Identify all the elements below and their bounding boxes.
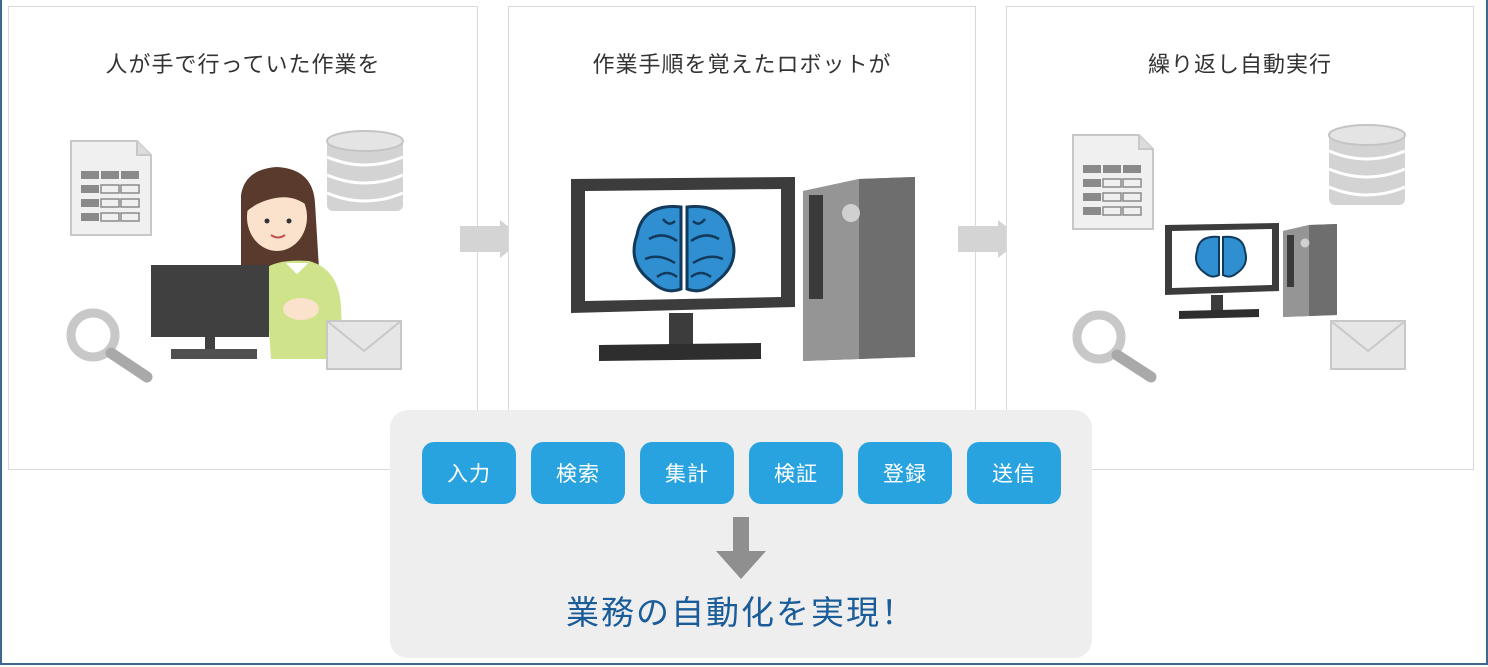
search-icon bbox=[66, 308, 153, 383]
database-icon bbox=[1328, 124, 1406, 205]
step-panel-automated: 繰り返し自動実行 bbox=[1006, 6, 1474, 470]
step-panel-robot: 作業手順を覚えたロボットが bbox=[508, 6, 976, 470]
step-title-robot: 作業手順を覚えたロボットが bbox=[592, 53, 892, 78]
step-title-automated: 繰り返し自動実行 bbox=[1147, 53, 1332, 78]
automation-result-text: 業務の自動化を実現！ bbox=[566, 593, 916, 632]
computer-monitor-icon bbox=[571, 177, 795, 361]
spreadsheet-icon bbox=[70, 140, 152, 236]
spreadsheet-icon bbox=[1072, 134, 1154, 230]
automated-work-illustration bbox=[1072, 124, 1406, 383]
computer-monitor-icon bbox=[151, 265, 269, 359]
brain-icon bbox=[632, 205, 736, 293]
task-tag-aggregate: 集計 bbox=[640, 442, 734, 504]
manual-work-illustration bbox=[66, 130, 404, 383]
robot-computer-illustration bbox=[571, 177, 915, 361]
task-tag-verify: 検証 bbox=[749, 442, 843, 504]
mail-icon bbox=[1330, 320, 1406, 370]
automation-summary-box: 入力 検索 集計 検証 登録 送信 業務の自動化を実現！ bbox=[390, 410, 1092, 658]
step-title-manual: 人が手で行っていた作業を bbox=[105, 53, 381, 78]
pc-tower-icon bbox=[803, 177, 915, 361]
pc-tower-icon bbox=[1283, 224, 1337, 317]
brain-icon bbox=[1195, 235, 1247, 278]
down-arrow-icon bbox=[716, 517, 766, 579]
task-tag-send: 送信 bbox=[967, 442, 1061, 504]
step-panel-manual: 人が手で行っていた作業を bbox=[8, 6, 478, 470]
search-icon bbox=[1072, 310, 1157, 383]
mail-icon bbox=[326, 320, 402, 370]
database-icon bbox=[326, 130, 404, 211]
task-tag-list: 入力 検索 集計 検証 登録 送信 bbox=[422, 442, 1062, 504]
task-tag-input: 入力 bbox=[422, 442, 516, 504]
task-tag-register: 登録 bbox=[858, 442, 952, 504]
task-tag-search: 検索 bbox=[531, 442, 625, 504]
office-worker-illustration bbox=[241, 167, 343, 359]
